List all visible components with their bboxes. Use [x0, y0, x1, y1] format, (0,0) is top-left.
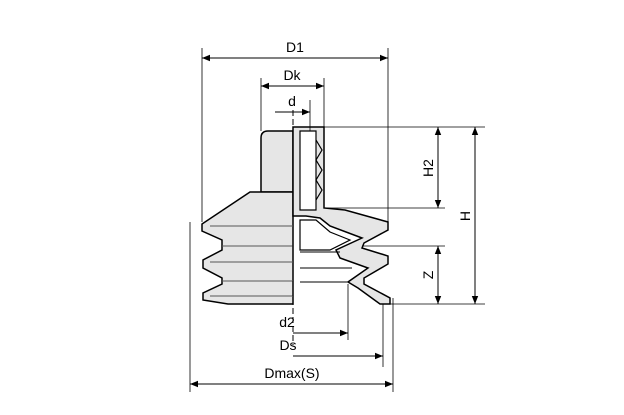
- label-dk: Dk: [283, 67, 301, 83]
- exterior-half: [201, 130, 294, 305]
- extension-lines: [189, 48, 485, 392]
- label-h: H: [457, 211, 473, 221]
- label-d1: D1: [286, 39, 304, 55]
- label-ds: Ds: [279, 337, 296, 353]
- inner-zigzag: [315, 139, 323, 201]
- dimension-lines: [190, 54, 479, 388]
- label-d2: d2: [279, 314, 295, 330]
- fold-lines: [210, 225, 293, 297]
- label-h2: H2: [420, 159, 436, 177]
- label-z: Z: [420, 270, 436, 279]
- label-d: d: [288, 93, 296, 109]
- neck-outline: [260, 130, 294, 193]
- section-inner: [299, 130, 352, 251]
- section-half: [292, 126, 391, 305]
- inner-cavity-lines: [300, 251, 352, 283]
- bellows-outline: [201, 191, 294, 305]
- section-wall: [292, 126, 391, 305]
- label-dmax: Dmax(S): [264, 365, 319, 381]
